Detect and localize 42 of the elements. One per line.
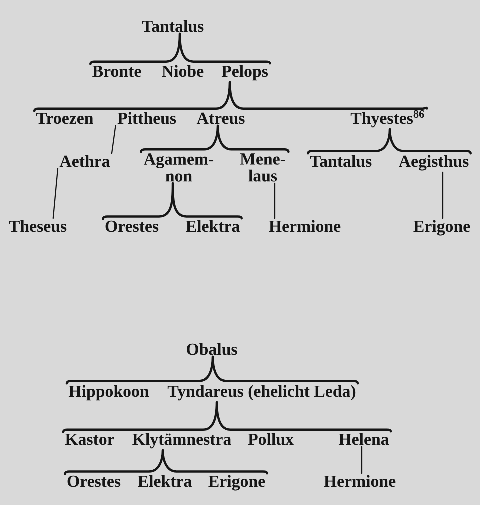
person-name: Obalus xyxy=(187,343,238,356)
family-brace xyxy=(62,401,392,434)
descent-line xyxy=(274,182,276,220)
person-name: Erigone xyxy=(208,475,266,491)
person-name: Hippokoon xyxy=(68,385,150,401)
person-name: Thyestes$^{86}$ xyxy=(350,110,424,128)
person-name: Agamem- non xyxy=(144,154,214,182)
person-name: Elektra xyxy=(138,475,192,488)
person-name: Theseus xyxy=(9,220,67,232)
family-brace xyxy=(33,81,428,112)
person-name: Tyndareus (ehelicht Leda) xyxy=(168,385,356,401)
person-name: Bronte xyxy=(92,66,142,78)
person-name: Hermione xyxy=(324,475,396,488)
person-name: Elektra xyxy=(186,220,240,232)
person-name: Niobe xyxy=(162,65,204,78)
descent-line xyxy=(442,172,444,220)
person-name: Orestes xyxy=(68,476,121,488)
family-brace xyxy=(307,128,472,155)
person-name: Kastor xyxy=(65,434,114,446)
person-name: Erigone xyxy=(414,220,470,236)
family-brace xyxy=(66,356,360,385)
family-brace xyxy=(140,124,290,154)
person-name: Helena xyxy=(338,433,390,446)
person-name: Pollux xyxy=(248,433,294,446)
person-name: Pelops xyxy=(222,65,268,81)
descent-line xyxy=(52,168,59,220)
family-brace xyxy=(102,182,243,220)
person-name: Hermione xyxy=(269,220,341,232)
person-name: Tantalus xyxy=(310,155,372,168)
person-name: Klytämnestra xyxy=(132,433,232,449)
descent-line xyxy=(361,446,363,474)
person-name: Aethra xyxy=(60,155,110,168)
family-brace xyxy=(90,32,272,66)
person-name: Tantalus xyxy=(142,20,204,32)
person-name: Mene- laus xyxy=(240,154,286,182)
person-name: Pittheus xyxy=(118,112,176,124)
person-name: Troezen xyxy=(36,112,94,124)
descent-line xyxy=(111,125,116,154)
person-name: Atreus xyxy=(196,112,245,124)
person-name: Aegisthus xyxy=(399,155,469,171)
family-brace xyxy=(64,449,268,476)
person-name: Orestes xyxy=(106,220,159,232)
